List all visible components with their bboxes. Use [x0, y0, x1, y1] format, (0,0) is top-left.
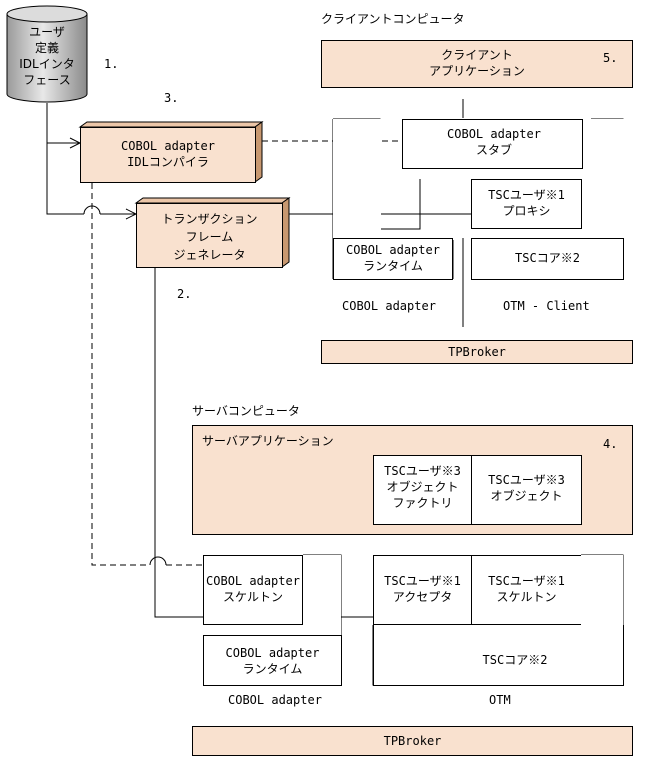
server-acceptor-box	[373, 555, 472, 625]
step-5: 5.	[603, 51, 618, 65]
client-tpbroker-label: TPBroker	[448, 345, 506, 359]
server-factory-box	[373, 455, 472, 525]
client-stub-label: COBOL adapter スタブ	[447, 127, 541, 157]
client-core-label: TSCコア※2	[515, 251, 580, 265]
client-proxy-box	[471, 179, 582, 229]
server-acceptor-label: TSCユーザ※1 アクセプタ	[384, 574, 461, 604]
client-runtime-box	[333, 238, 453, 280]
client-otm-label: OTM - Client	[503, 299, 590, 313]
client-core-box	[471, 238, 624, 280]
client-proxy-label: TSCユーザ※1 プロキシ	[488, 188, 565, 218]
server-tsc-skeleton-box	[471, 555, 582, 625]
idl-to-compiler-line	[46, 103, 84, 215]
idl-compiler-box	[80, 127, 256, 183]
server-otm-label: OTM	[489, 693, 511, 707]
client-computer-title: クライアントコンピュータ	[321, 12, 465, 26]
server-object-label: TSCユーザ※3 オブジェクト	[488, 473, 565, 503]
server-cobol-area	[303, 555, 341, 635]
server-factory-label: TSCユーザ※3 オブジェクト ファクトリ	[384, 464, 461, 510]
server-core-box	[373, 625, 624, 686]
server-skeleton-label: COBOL adapter スケルトン	[206, 574, 300, 604]
server-object-box	[471, 455, 582, 525]
step-3: 3.	[164, 91, 179, 105]
server-computer-title: サーバコンピュータ	[192, 404, 300, 418]
transaction-frame-generator-box	[136, 203, 283, 268]
idl-cylinder-shape	[6, 5, 88, 103]
client-cobol-adapter-label: COBOL adapter	[342, 299, 436, 313]
server-skeleton-box	[203, 555, 303, 625]
step-2: 2.	[177, 287, 192, 301]
server-tpbroker-label: TPBroker	[383, 734, 442, 748]
idl-compiler-label: COBOL adapter IDLコンパイラ	[121, 139, 215, 169]
idl-definition-label: ユーザ 定義 IDLインタ フェース	[19, 25, 75, 87]
server-runtime-box	[203, 635, 342, 686]
client-tpbroker-box	[321, 340, 633, 364]
server-cobol-adapter-label: COBOL adapter	[228, 693, 322, 707]
server-runtime-label: COBOL adapter ランタイム	[225, 646, 320, 676]
client-stub-box	[402, 119, 583, 169]
client-application-box	[321, 40, 633, 88]
server-core-label: TSCコア※2	[482, 653, 548, 667]
step-1: 1.	[104, 57, 119, 71]
transaction-frame-generator-label: トランザクション フレーム ジェネレータ	[161, 212, 258, 262]
compiler-box-3d	[78, 121, 264, 183]
idl-to-generator-arrow	[100, 208, 138, 220]
idl-to-compiler-arrow	[47, 137, 82, 149]
client-runtime-label: COBOL adapter ランタイム	[346, 243, 440, 273]
server-tsc-skeleton-label: TSCユーザ※1 スケルトン	[488, 574, 565, 604]
client-application-label: クライアント アプリケーション	[429, 48, 525, 78]
generator-to-proxy-arrow	[289, 208, 499, 220]
step-4: 4.	[603, 437, 618, 451]
server-application-label: サーバアプリケーション	[202, 434, 334, 448]
server-tpbroker-box	[192, 726, 633, 756]
